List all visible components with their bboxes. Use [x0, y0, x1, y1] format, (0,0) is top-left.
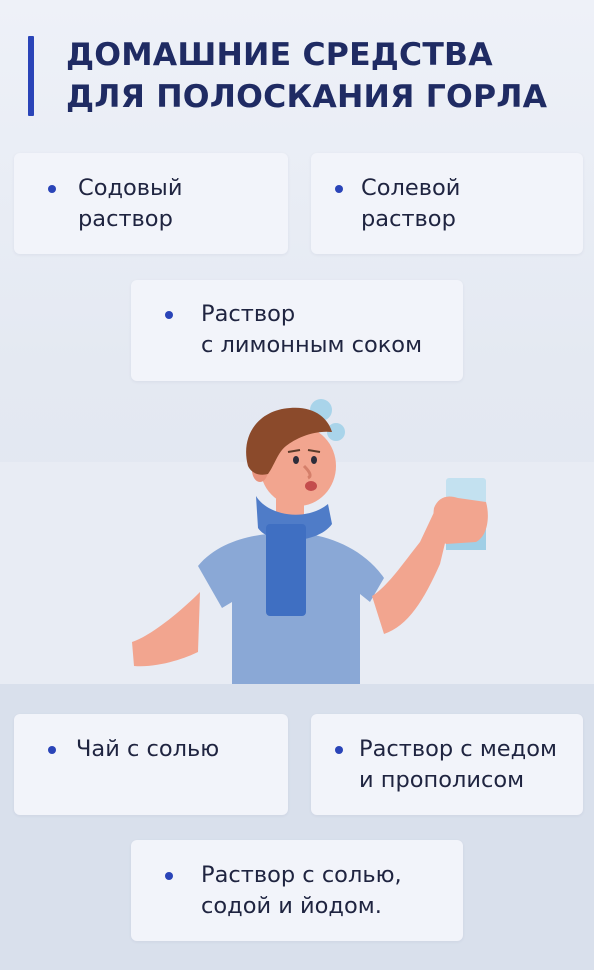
bullet-dot-icon: [48, 185, 56, 193]
bubble-icon: [327, 423, 345, 441]
man-gargling-illustration: [132, 399, 488, 684]
remedy-card-tea: Чай с солью: [14, 714, 288, 815]
bullet-dot-icon: [165, 311, 173, 319]
remedy-card-salt: Солевой раствор: [311, 153, 583, 254]
title-accent-bar: [28, 36, 34, 116]
remedy-card-iodine: Раствор с солью, содой и йодом.: [131, 840, 463, 941]
right-hand: [433, 496, 488, 544]
bullet-dot-icon: [335, 746, 343, 754]
remedy-card-honey: Раствор с медом и прополисом: [311, 714, 583, 815]
remedy-label: Чай с солью: [76, 736, 220, 762]
bullet-dot-icon: [335, 185, 343, 193]
left-arm: [132, 592, 200, 667]
right-arm: [372, 508, 452, 634]
remedy-card-lemon: Раствор с лимонным соком: [131, 280, 463, 381]
page-title: ДОМАШНИЕ СРЕДСТВА ДЛЯ ПОЛОСКАНИЯ ГОРЛА: [66, 34, 576, 118]
bullet-dot-icon: [48, 746, 56, 754]
page-title-line-2: ДЛЯ ПОЛОСКАНИЯ ГОРЛА: [66, 79, 548, 115]
bullet-dot-icon: [165, 872, 173, 880]
remedy-label: Солевой раствор: [361, 175, 461, 232]
remedy-label: Раствор с лимонным соком: [201, 301, 423, 358]
remedy-label: Содовый раствор: [78, 175, 183, 232]
remedy-card-soda: Содовый раствор: [14, 153, 288, 254]
page-title-line-1: ДОМАШНИЕ СРЕДСТВА: [66, 37, 493, 73]
remedy-label: Раствор с солью, содой и йодом.: [201, 862, 402, 919]
scarf-tail: [266, 524, 306, 616]
remedy-label: Раствор с медом и прополисом: [359, 736, 557, 793]
hair: [246, 407, 332, 475]
mouth: [305, 481, 317, 491]
